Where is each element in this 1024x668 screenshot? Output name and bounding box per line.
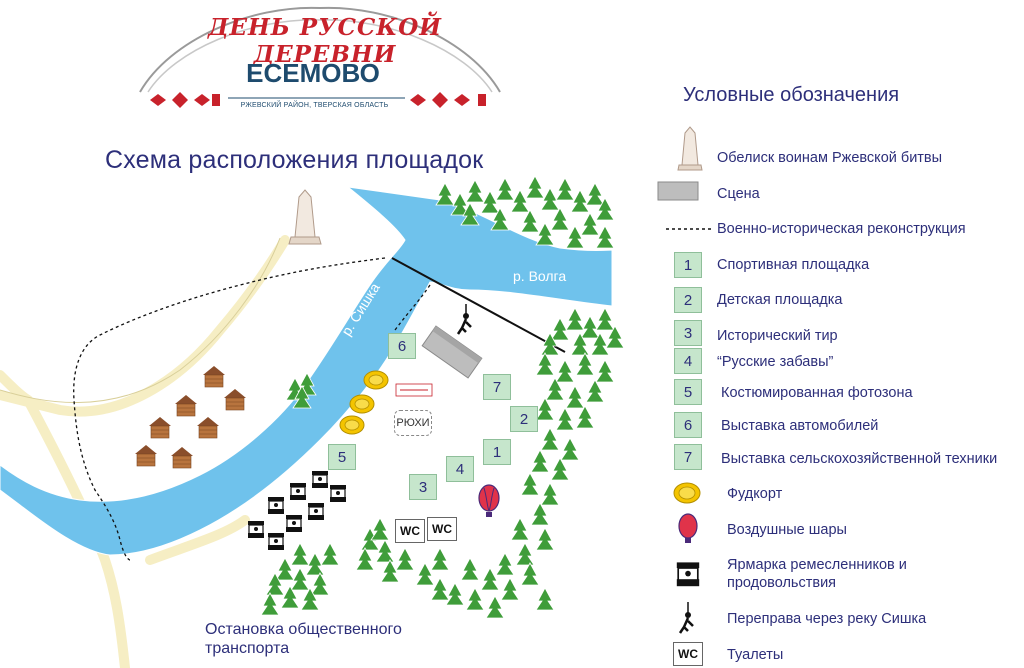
river-label-volga: р. Волга [513, 268, 567, 284]
stage-icon [421, 325, 483, 379]
reconstruction-route [73, 257, 386, 561]
zone-6[interactable]: 6 [388, 333, 416, 359]
legend-label-4: “Русские забавы” [717, 354, 834, 370]
legend-zipline-person-icon [678, 602, 694, 634]
logo-title: ДЕНЬ РУССКОЙ ДЕРЕВНИ [208, 14, 442, 68]
zone-7[interactable]: 7 [483, 374, 511, 400]
legend-market-stall-icon [676, 562, 700, 587]
legend-label-market: Ярмарка ремесленников и продовольствия [727, 557, 907, 591]
balloon-icon [478, 484, 500, 517]
legend-label-6: Выставка автомобилей [721, 418, 879, 434]
legend-box-4: 4 [674, 348, 702, 374]
legend-label-toilets: Туалеты [727, 647, 784, 663]
legend-box-1: 1 [674, 252, 702, 278]
rivers [0, 186, 613, 556]
bus-stop-label: Остановка общественного транспорта [205, 621, 402, 657]
legend-label-7: Выставка сельскохозяйственной техники [721, 451, 998, 467]
legend-label-5: Костюмированная фотозона [721, 385, 913, 401]
legend-wc-icon: WC [673, 642, 703, 666]
village-houses [134, 365, 247, 469]
legend-label-balloons: Воздушные шары [727, 522, 847, 538]
map-title: Схема расположения площадок [105, 146, 484, 174]
zone-3[interactable]: 3 [409, 474, 437, 500]
wc-map-2[interactable]: WC [427, 517, 457, 541]
legend-symbols [657, 126, 712, 634]
souvenir-shop-sign [395, 383, 433, 397]
logo-name: ЕСЕМОВО [246, 58, 380, 88]
legend-label-stage: Сцена [717, 186, 760, 202]
legend-title: Условные обозначения [683, 84, 900, 106]
legend-box-5: 5 [674, 379, 702, 405]
wc-map-1[interactable]: WC [395, 519, 425, 543]
logo-subtitle: РЖЕВСКИЙ РАЙОН, ТВЕРСКАЯ ОБЛАСТЬ [240, 102, 389, 109]
legend-box-2: 2 [674, 287, 702, 313]
legend-box-7: 7 [674, 444, 702, 470]
legend-label-zipline: Переправа через реку Сишка [727, 611, 927, 627]
legend-label-obelisk: Обелиск воинам Ржевской битвы [717, 150, 943, 166]
rjuhi-area: РЮХИ [394, 410, 432, 436]
zone-2[interactable]: 2 [510, 406, 538, 432]
obelisk-icon [288, 189, 322, 245]
legend-balloon-icon [678, 513, 698, 543]
legend-stage-icon [657, 181, 699, 201]
legend-label-reconstruction: Военно-историческая реконструкция [717, 221, 966, 237]
legend-label-2: Детская площадка [717, 292, 843, 308]
legend-box-6: 6 [674, 412, 702, 438]
zipline-wire [391, 257, 566, 353]
roads [0, 235, 290, 668]
zone-4[interactable]: 4 [446, 456, 474, 482]
zipline-person-icon [456, 304, 472, 335]
legend-label-foodcourt: Фудкорт [727, 486, 783, 502]
legend-label-3: Исторический тир [717, 328, 838, 344]
legend-obelisk-icon [677, 126, 703, 171]
legend-box-3: 3 [674, 320, 702, 346]
logo-frame [139, 6, 501, 108]
legend-food-plate-icon [673, 482, 701, 504]
zone-5[interactable]: 5 [328, 444, 356, 470]
zone-1[interactable]: 1 [483, 439, 511, 465]
legend-label-1: Спортивная площадка [717, 257, 870, 273]
